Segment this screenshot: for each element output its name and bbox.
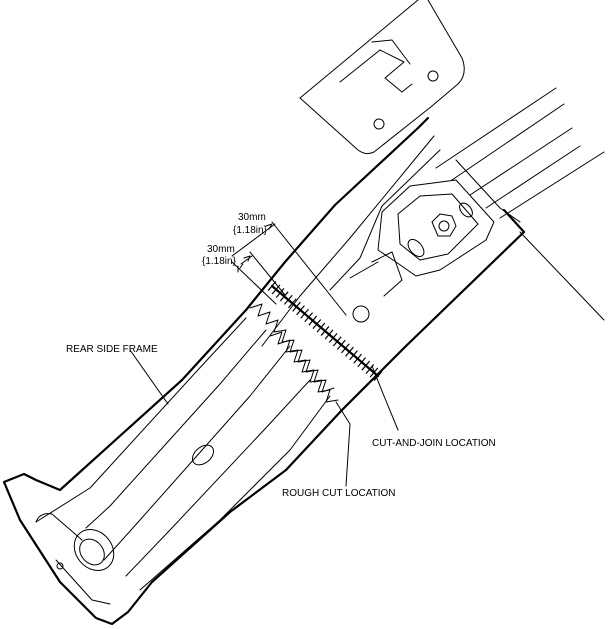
dim-inner-label: 30mm (207, 244, 235, 255)
hatch-tick (345, 346, 354, 357)
hatch-tick (283, 294, 293, 305)
hatch-tick (361, 360, 371, 371)
hatch-tick (353, 353, 362, 364)
frame-oval-hole (191, 444, 215, 466)
upper-bracket (299, 0, 465, 155)
dim-line-outer (231, 223, 276, 257)
hatch-tick (271, 284, 281, 295)
hatch-tick (320, 326, 330, 336)
dim-inner-sublabel: {1.18in} (202, 256, 237, 267)
hatch-tick (357, 357, 367, 368)
hatch-tick (369, 367, 379, 378)
bracket-bolt-hole (373, 118, 385, 130)
frame-outline (2, 116, 526, 626)
rear-rails (435, 87, 605, 321)
cut-and-join-hatch (267, 281, 383, 381)
leader-rough-cut (335, 401, 351, 487)
frame-outer-edge (2, 126, 526, 626)
hatch-tick (300, 308, 309, 319)
frame-round-hole (352, 305, 370, 323)
hatch-tick (288, 298, 297, 309)
bracket-bolt-hole (427, 70, 439, 82)
rough-cut-label: ROUGH CUT LOCATION (282, 488, 396, 499)
hatch-tick (341, 343, 350, 354)
hatch-tick (336, 339, 346, 350)
rough-cut-line-upper (249, 303, 335, 393)
hatch-tick (275, 287, 285, 298)
hatch-tick (332, 336, 342, 347)
hatch-tick (349, 350, 358, 361)
rear-side-frame-label: REAR SIDE FRAME (66, 344, 158, 355)
cut-lines (249, 281, 383, 403)
rough-cut-line-lower (269, 331, 339, 403)
hatch-tick (296, 305, 305, 316)
leader-lines (129, 349, 399, 487)
dim-outer-sublabel: {1.18in} (233, 225, 268, 236)
leader-rear-side-frame (129, 349, 169, 405)
hatch-tick (279, 291, 289, 302)
hatch-tick (312, 319, 322, 330)
dimension-lines (231, 221, 347, 316)
mounting-hardware (349, 179, 495, 297)
hatch-tick (328, 332, 338, 343)
hex-bolt (431, 213, 457, 237)
hatch-tick (373, 371, 383, 381)
frame-end-hole (73, 529, 115, 571)
hatch-tick (304, 312, 314, 323)
cut-and-join-label: CUT-AND-JOIN LOCATION (372, 438, 496, 449)
dim-line-inner (240, 255, 253, 265)
hatch-tick (292, 301, 301, 312)
hatch-tick (324, 329, 334, 340)
dim-outer-label: 30mm (238, 212, 266, 223)
hatch-tick (316, 322, 326, 333)
leader-cut-join (371, 365, 399, 431)
hatch-tick (308, 315, 318, 326)
hatch-tick (267, 281, 277, 291)
